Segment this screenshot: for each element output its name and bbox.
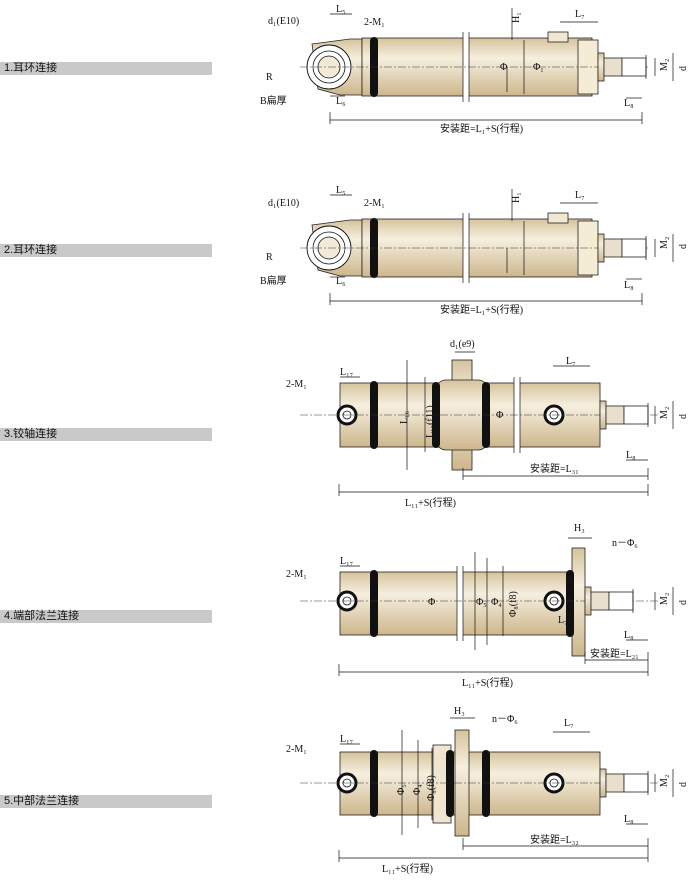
dim-d: d xyxy=(678,244,689,249)
dim-l7: L₇ xyxy=(558,615,568,626)
dim-l7: L₇ xyxy=(564,718,574,729)
dim-b: B扁厚 xyxy=(260,274,287,287)
seal-band xyxy=(370,750,378,817)
seal-band xyxy=(566,570,574,637)
rod-neck xyxy=(603,238,623,258)
dim-m2: M₂ xyxy=(659,59,670,71)
seal-band xyxy=(370,570,378,637)
dim-2m1: 2-M₁ xyxy=(286,569,307,580)
dim-n-phi6: n－Φ₆ xyxy=(612,538,638,549)
dim-n-phi6: n－Φ₆ xyxy=(492,714,518,725)
dim-phi: Φ xyxy=(496,410,503,421)
thread-end xyxy=(621,238,647,258)
dim-d1: d₁(E10) xyxy=(268,198,299,209)
dim-l16: L₁₆ xyxy=(399,410,410,424)
dim-l17: L₁₇ xyxy=(340,367,353,378)
dim-phi4: Φ₄ xyxy=(412,784,423,795)
rod-neck xyxy=(603,57,623,77)
dim-l7: L₇ xyxy=(566,356,576,367)
dim-m2: M₂ xyxy=(659,593,670,605)
dim-phi5: Φ₅ xyxy=(476,597,487,608)
dim-2m1: 2-M₁ xyxy=(286,744,307,755)
dim-d1: d₁(E10) xyxy=(268,16,299,27)
thread-end xyxy=(621,57,647,77)
dim-phi8: Φ₈(f8) xyxy=(508,591,519,617)
dim-h3: H₃ xyxy=(454,706,465,717)
diagram-end-flange: H₃ n－Φ₆ L₁₇ 2-M₁ Φ Φ₅ Φ₄ Φ₈(f8) L₇ M₂ d … xyxy=(286,523,689,689)
seal-band xyxy=(482,750,490,817)
dim-d: d xyxy=(678,600,689,605)
break-mark xyxy=(457,568,463,639)
dim-total-length: L₁₁+S(行程) xyxy=(462,676,513,689)
thread-end xyxy=(623,405,649,425)
gland xyxy=(597,52,605,82)
dim-h3: H₃ xyxy=(574,523,585,534)
dim-l17: L₁₇ xyxy=(340,734,353,745)
dim-l8: L₈ xyxy=(624,630,634,641)
rod-neck xyxy=(605,405,625,425)
dim-d: d xyxy=(678,782,689,787)
dim-l8: L₈ xyxy=(624,814,634,825)
dim-l8: L₈ xyxy=(624,280,634,291)
dim-h1: H₁ xyxy=(511,12,522,23)
dim-l7: L₇ xyxy=(575,190,585,201)
dim-phi: Φ xyxy=(500,62,507,73)
dim-install-length: 安装距=L₃₁ xyxy=(530,462,579,475)
dim-l17: L₁₇ xyxy=(340,556,353,567)
dim-m2: M₂ xyxy=(659,237,670,249)
diagram-mid-flange: H₃ n－Φ₆ L₇ L₁₇ 2-M₁ Φ₅ Φ₄ Φ₈(f8) M₂ d L₈… xyxy=(286,706,689,875)
dim-phi8: Φ₈(f8) xyxy=(426,775,437,801)
diagram-trunnion: d₁(e9) L₁₇ 2-M₁ L₇ L₁₆ L₁₅(f11) Φ L₈ M₂ … xyxy=(286,339,689,509)
dim-phi5: Φ₅ xyxy=(396,784,407,795)
dim-l8: L₈ xyxy=(626,450,636,461)
dim-l5: L₅ xyxy=(336,4,346,15)
thread-end xyxy=(608,591,634,611)
dim-install-length: 安装距=L₁+S(行程) xyxy=(440,122,523,135)
dim-install-length: 安装距=L₂₁ xyxy=(590,647,639,660)
seal-band xyxy=(446,750,454,817)
section-label-ear-ring-1: 1.耳环连接 xyxy=(0,62,212,75)
dim-l8: L₈ xyxy=(624,98,634,109)
dim-total-length: L₁₁+S(行程) xyxy=(405,496,456,509)
oil-port xyxy=(547,31,569,43)
dim-install-length: 安装距=L₃₂ xyxy=(530,833,579,846)
rod-neck xyxy=(605,773,625,793)
dim-phi1: Φ₁ xyxy=(533,62,544,73)
thread-end xyxy=(623,773,649,793)
dim-b: B扁厚 xyxy=(260,94,287,107)
dim-m2: M₂ xyxy=(659,775,670,787)
dim-l6: L₆ xyxy=(336,96,346,107)
dim-m2: M₂ xyxy=(659,407,670,419)
gland xyxy=(584,586,592,616)
oil-port xyxy=(547,212,569,224)
dim-phi: Φ xyxy=(428,597,435,608)
dim-phi4: Φ₄ xyxy=(491,597,502,608)
dim-l7: L₇ xyxy=(575,9,585,20)
section-label-end-flange: 4.端部法兰连接 xyxy=(0,610,212,623)
section-label-trunnion: 3.铰轴连接 xyxy=(0,428,212,441)
dim-d: d xyxy=(678,414,689,419)
dim-l5: L₅ xyxy=(336,185,346,196)
gland xyxy=(599,768,607,798)
section-label-mid-flange: 5.中部法兰连接 xyxy=(0,795,212,808)
dim-2m1: 2-M₁ xyxy=(364,17,385,28)
diagram-ear-ring-2: d₁(E10) L₅ 2-M₁ H₁ L₇ R B扁厚 L₆ L₈ M₂ d 安… xyxy=(260,185,689,316)
rod-neck xyxy=(590,591,610,611)
dim-l6: L₆ xyxy=(336,276,346,287)
dim-r: R xyxy=(266,72,273,83)
dim-r: R xyxy=(266,252,273,263)
section-label-ear-ring-2: 2.耳环连接 xyxy=(0,244,212,257)
dim-total-length: L₁₁+S(行程) xyxy=(382,862,433,875)
dim-2m1: 2-M₁ xyxy=(286,379,307,390)
dim-h1: H₁ xyxy=(511,192,522,203)
gland xyxy=(597,233,605,263)
dim-install-length: 安装距=L₁+S(行程) xyxy=(440,303,523,316)
dim-l15: L₁₅(f11) xyxy=(425,405,436,438)
dim-2m1: 2-M₁ xyxy=(364,198,385,209)
gland xyxy=(599,400,607,430)
dim-d: d xyxy=(678,66,689,71)
diagram-ear-ring-1: d₁(E10) L₅ 2-M₁ H₁ L₇ R B扁厚 L₆ L₈ M₂ d 安… xyxy=(260,4,689,135)
dim-d1: d₁(e9) xyxy=(450,339,475,350)
